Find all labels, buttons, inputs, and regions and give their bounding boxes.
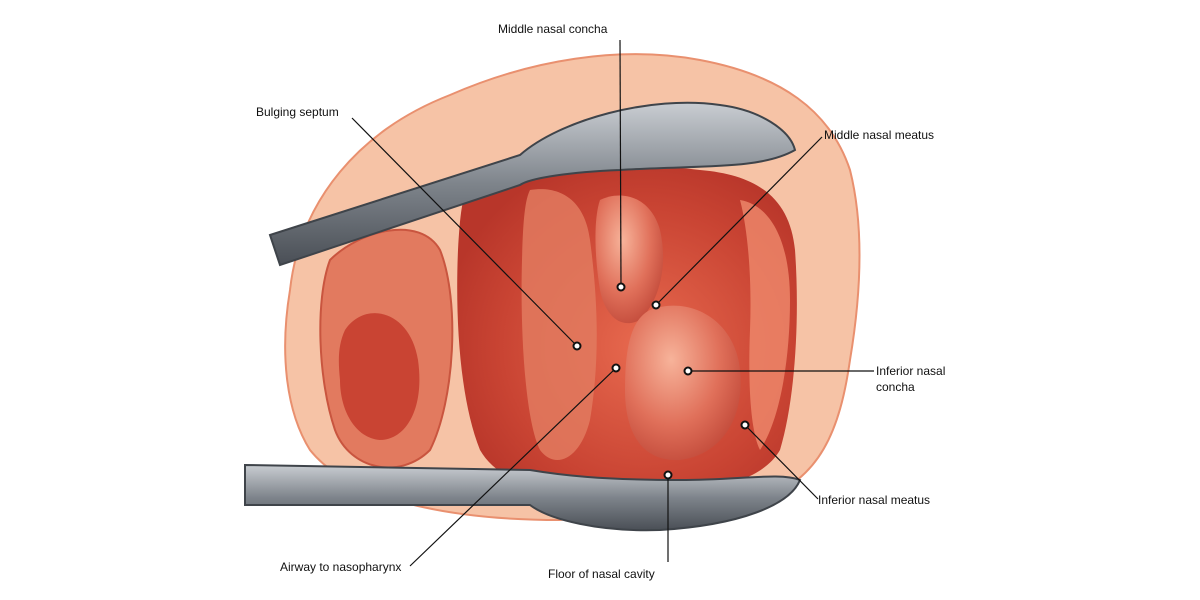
lateral-wall bbox=[740, 200, 790, 450]
label-floor-of-nasal-cavity: Floor of nasal cavity bbox=[548, 567, 655, 581]
label-inferior-nasal-concha-line2: concha bbox=[876, 380, 915, 394]
leader-middle-nasal-concha bbox=[619, 39, 622, 288]
label-bulging-septum: Bulging septum bbox=[256, 105, 339, 119]
dot-middle-nasal-concha bbox=[616, 282, 626, 292]
leader-airway-to-nasopharynx bbox=[409, 367, 617, 567]
pointer-dots bbox=[572, 282, 750, 480]
leader-lines bbox=[351, 39, 874, 567]
dot-floor-of-nasal-cavity bbox=[663, 470, 673, 480]
leader-bulging-septum bbox=[351, 117, 578, 347]
dot-airway-to-nasopharynx bbox=[611, 363, 621, 373]
left-nasal-mucosa bbox=[338, 313, 420, 440]
septum bbox=[521, 189, 597, 461]
dot-bulging-septum bbox=[572, 341, 582, 351]
middle-concha bbox=[595, 195, 664, 324]
upper-speculum bbox=[268, 101, 797, 267]
leader-inferior-nasal-meatus bbox=[744, 424, 819, 500]
dot-middle-nasal-meatus bbox=[651, 300, 661, 310]
label-middle-nasal-concha: Middle nasal concha bbox=[498, 22, 608, 36]
inferior-concha bbox=[625, 305, 741, 461]
dot-inferior-nasal-concha bbox=[683, 366, 693, 376]
dot-inferior-nasal-meatus bbox=[740, 420, 750, 430]
label-airway-to-nasopharynx: Airway to nasopharynx bbox=[280, 560, 401, 574]
label-inferior-nasal-concha-line1: Inferior nasal bbox=[876, 364, 945, 378]
label-middle-nasal-meatus: Middle nasal meatus bbox=[824, 128, 934, 142]
leader-middle-nasal-meatus bbox=[655, 136, 823, 306]
label-inferior-nasal-meatus: Inferior nasal meatus bbox=[818, 493, 930, 507]
